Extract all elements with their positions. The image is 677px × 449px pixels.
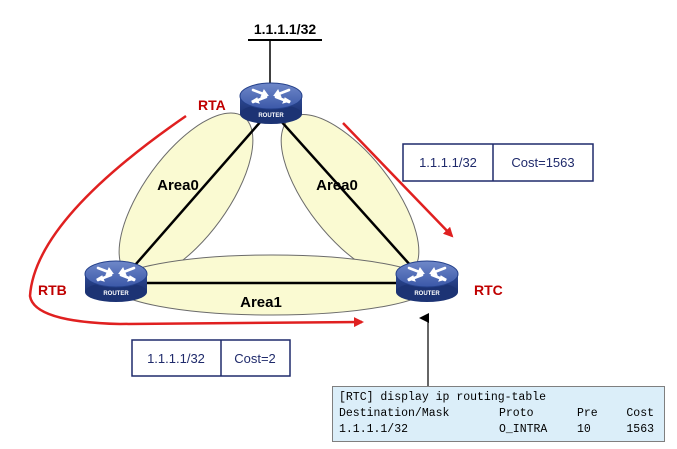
route-box-upper-dest: 1.1.1.1/32 [419,155,477,170]
link-rta-rtb [121,119,263,281]
router-rtb[interactable]: ROUTER [83,259,149,304]
area-label-bottom: Area1 [240,294,282,311]
path-arrow-rta-to-rtc [342,122,454,238]
route-box-lower-dest: 1.1.1.1/32 [147,351,205,366]
link-rta-rtc [279,119,421,277]
prefix-label: 1.1.1.1/32 [254,21,316,37]
terminal-command: [RTC] display ip routing-table [339,391,547,404]
router-rtc-label: RTC [474,282,503,298]
routing-table-terminal: [RTC] display ip routing-table Destinati… [332,386,665,442]
route-pre: 10 [577,423,591,436]
area-label-right: Area0 [316,177,358,194]
route-cost: 1563 [626,423,654,436]
header-proto: Proto [499,407,534,420]
terminal-header-row: Destination/Mask Proto Pre Cost [339,406,658,422]
router-rtb-badge: ROUTER [103,291,129,297]
route-box-lower: 1.1.1.1/32 Cost=2 [131,339,291,377]
header-destination: Destination/Mask [339,407,450,420]
router-rta-label: RTA [198,97,226,113]
route-box-upper: 1.1.1.1/32 Cost=1563 [402,143,594,182]
router-rtc-badge: ROUTER [414,291,440,297]
route-proto: O_INTRA [499,423,548,436]
header-pre: Pre [577,407,598,420]
router-rta[interactable]: ROUTER [238,81,304,126]
router-rtc[interactable]: ROUTER [394,259,460,304]
route-box-lower-cost: Cost=2 [234,351,276,366]
area-label-left: Area0 [157,177,199,194]
path-arrow-rta-rtb-rtc [28,114,364,328]
terminal-route-row: 1.1.1.1/32 O_INTRA 10 1563 [339,422,658,438]
router-rta-badge: ROUTER [258,113,284,119]
route-destination: 1.1.1.1/32 [339,423,409,436]
header-cost: Cost [626,407,654,420]
route-box-upper-cost: Cost=1563 [511,155,574,170]
router-rtb-label: RTB [38,282,67,298]
